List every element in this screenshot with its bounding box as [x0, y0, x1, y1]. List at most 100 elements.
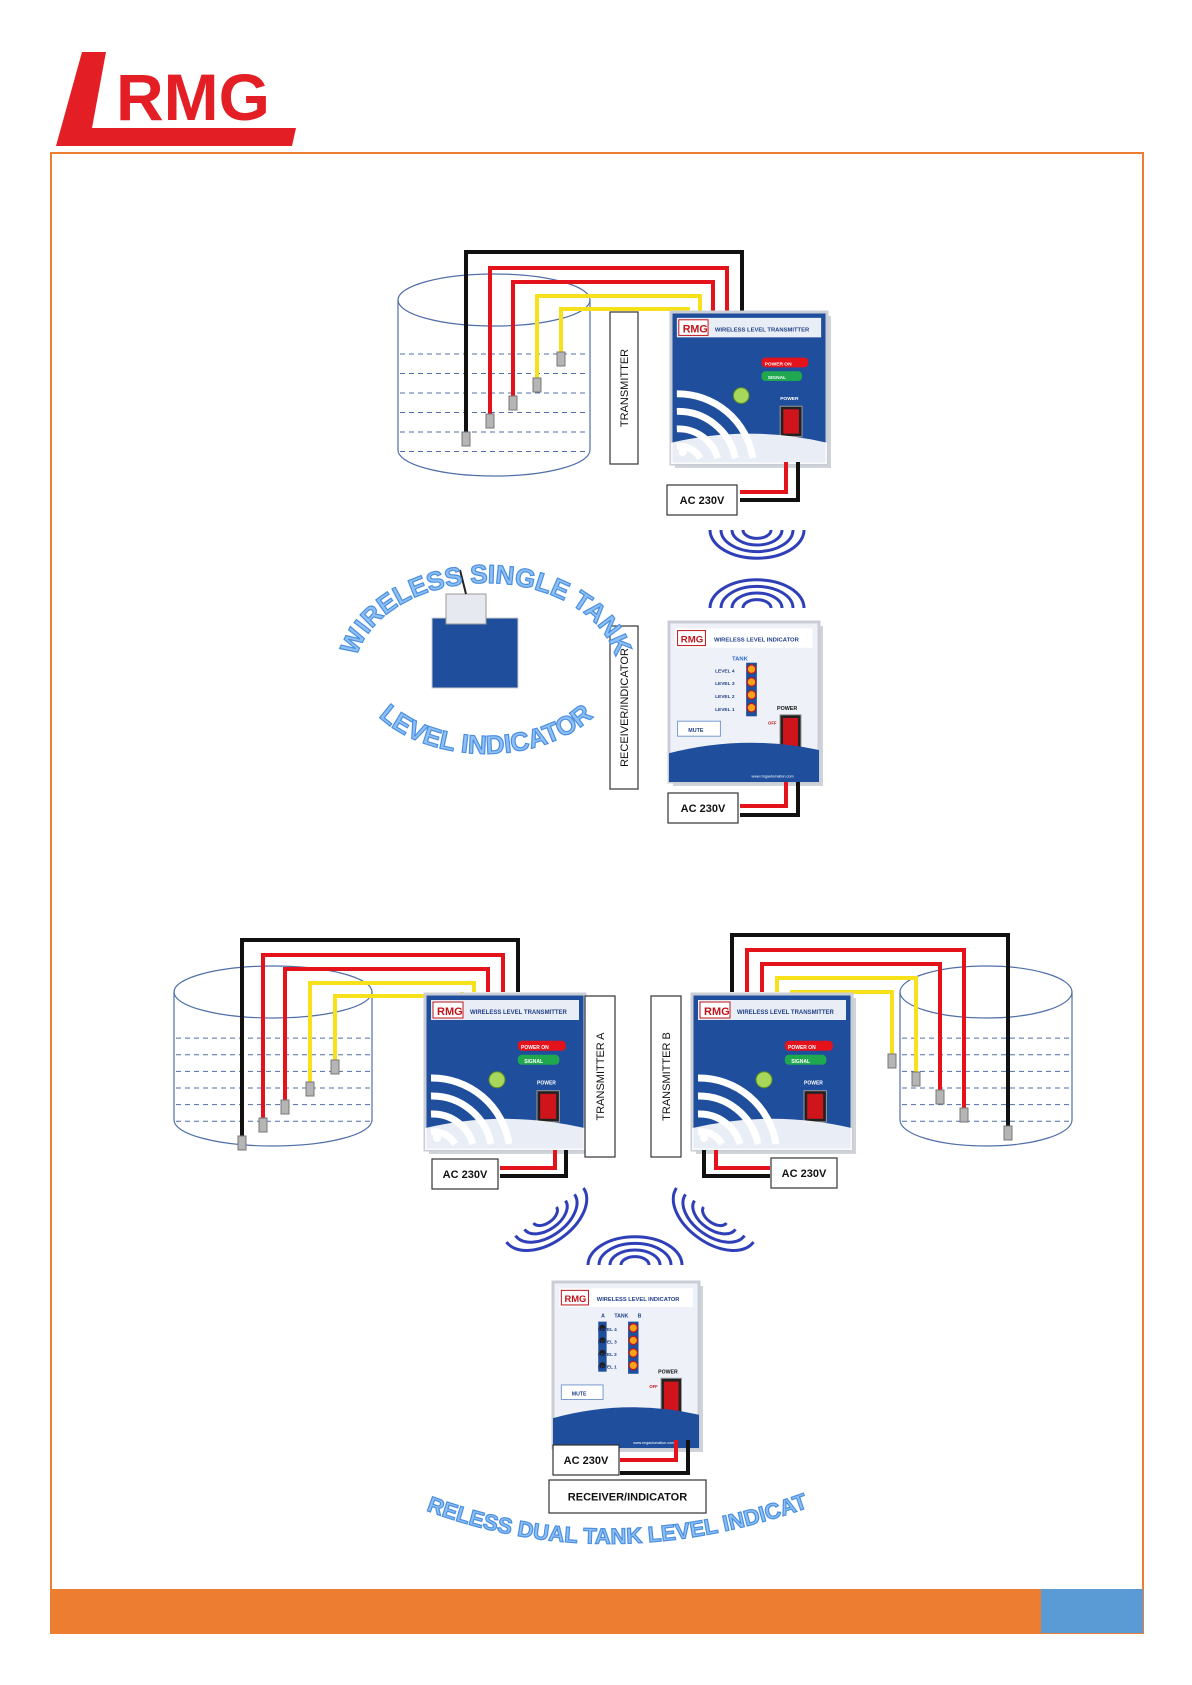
signal-badge: [517, 1054, 560, 1065]
wireless-wave: [730, 591, 784, 609]
label-box: [431, 1158, 499, 1190]
wire-black-single: [464, 250, 744, 435]
panel-title: WIRELESS LEVEL TRANSMITTER: [715, 328, 810, 334]
label-box: [552, 1444, 620, 1476]
panel-title: WIRELESS LEVEL INDICATOR: [597, 1297, 680, 1303]
level-led: [746, 677, 757, 687]
label-box: [584, 995, 616, 1158]
probe: [330, 1059, 340, 1075]
mute-label: MUTE: [572, 1391, 587, 1397]
wireless-wave: [671, 1187, 755, 1252]
mute-button: [677, 720, 721, 737]
power-on-label: POWER ON: [788, 1045, 816, 1051]
power-wire-black: [740, 782, 800, 817]
level-led: [628, 1335, 639, 1346]
probe: [911, 1071, 921, 1087]
emblem-device-graphic: [431, 617, 519, 689]
waves-to-receiver-dual: [586, 1235, 684, 1266]
led-a: [599, 1337, 606, 1344]
power-wire-black: [500, 1150, 568, 1178]
panel-logo-text: RMG: [704, 1006, 730, 1018]
led-a: [599, 1349, 606, 1357]
ac-power-box-b: AC 230V: [770, 1157, 838, 1189]
tank-top: [899, 965, 1073, 1019]
content-frame: [50, 152, 1144, 1634]
wire-red-2-b: [760, 962, 942, 1094]
wire-black-a: [240, 938, 520, 1140]
panel-title: WIRELESS LEVEL TRANSMITTER: [470, 1010, 568, 1016]
tank-body: [900, 992, 1072, 1120]
power-label: POWER: [537, 1080, 556, 1086]
waves-from-transmitter-a: [505, 1187, 589, 1252]
probe: [508, 395, 518, 411]
single-tank: [397, 273, 591, 477]
level-label: LEVEL 4: [715, 668, 735, 674]
wireless-wave: [514, 1193, 579, 1244]
level-led: [746, 689, 757, 700]
panel-base-swoosh: [671, 433, 827, 464]
footer-page-number-box: [1041, 1589, 1143, 1633]
ac-power-box-tx: AC 230V: [666, 484, 738, 516]
signal-label: SIGNAL: [791, 1059, 810, 1065]
wireless-wave: [619, 1255, 651, 1266]
wireless-wave: [505, 1187, 589, 1252]
label-text: AC 230V: [782, 1168, 827, 1180]
wireless-wave: [708, 529, 806, 560]
label-text: RECEIVER/INDICATOR: [568, 1492, 687, 1504]
label-box: [770, 1157, 838, 1189]
probe: [935, 1089, 945, 1105]
level-label: LEVEL 1: [598, 1365, 617, 1370]
waves-from-transmitter-b: [671, 1187, 755, 1252]
waves-to-receiver-single: [708, 578, 806, 609]
panel-logo-box: [560, 1289, 589, 1306]
probe: [887, 1053, 897, 1069]
probe: [305, 1081, 315, 1097]
led-column: [628, 1321, 639, 1374]
level-label: LEVEL 1: [715, 707, 735, 713]
transmitter-b-label-box: TRANSMITTER B: [650, 995, 682, 1158]
label-box: [650, 995, 682, 1158]
label-box: [609, 311, 639, 465]
signal-badge: [784, 1054, 827, 1065]
power-switch-rocker: [540, 1093, 557, 1119]
level-label: LEVEL 4: [598, 1327, 617, 1332]
rmg-logo: RMG: [56, 52, 296, 146]
wire-black-b: [730, 933, 1010, 1130]
panel-logo-text: RMG: [681, 634, 703, 645]
power-switch-rocker: [807, 1093, 824, 1119]
wireless-wave: [741, 529, 773, 540]
wireless-wave: [586, 1235, 684, 1266]
label-text: AC 230V: [681, 803, 726, 815]
wireless-wave: [741, 598, 773, 609]
tank-top: [173, 965, 373, 1019]
mute-label: MUTE: [688, 728, 704, 734]
wireless-wave: [730, 529, 784, 547]
wire-red-2-single: [511, 280, 715, 399]
panel-logo-box: [699, 1001, 731, 1019]
power-wire-red: [500, 1150, 557, 1170]
panel-logo-box: [432, 1001, 464, 1019]
single-title-bottom: LEVEL INDICATOR: [374, 698, 597, 760]
level-label: LEVEL 3: [598, 1340, 617, 1345]
wireless-wave: [701, 1206, 728, 1228]
signal-label: SIGNAL: [524, 1059, 543, 1065]
probe: [461, 431, 471, 447]
tank-body: [174, 992, 372, 1120]
led-a: [599, 1362, 606, 1369]
power-wire-red: [740, 462, 788, 494]
power-wire-black: [620, 1440, 690, 1475]
power-label: POWER: [658, 1369, 678, 1375]
label-text: TRANSMITTER B: [661, 1032, 673, 1121]
emblem-antenna-box: [445, 593, 487, 625]
wire-yellow-2-b: [790, 990, 894, 1058]
level-label: LEVEL 2: [715, 694, 735, 700]
level-led: [628, 1323, 639, 1333]
probe: [258, 1117, 268, 1133]
single-title-bottom-path: LEVEL INDICATOR: [374, 697, 598, 760]
website-label: www.rmgautomation.com: [752, 775, 794, 779]
signal-label: SIGNAL: [768, 375, 786, 381]
wireless-wave: [719, 584, 795, 609]
